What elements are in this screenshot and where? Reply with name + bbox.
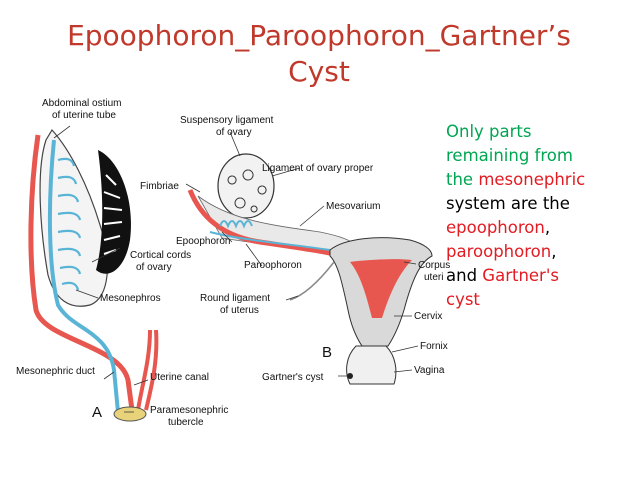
ovary-follicles — [227, 169, 267, 213]
side-mesonephric: mesonephric — [478, 170, 586, 189]
label-abdominal-ostium-1: Abdominal ostium — [42, 98, 121, 109]
side-line-3: the mesonephric — [446, 168, 636, 192]
paramesonephric-tubercle — [113, 406, 147, 422]
label-round-1: Round ligament — [200, 293, 270, 304]
label-paramesonephric-1: Paramesonephric — [150, 405, 228, 416]
label-cortical-1: Cortical cords — [130, 250, 191, 261]
ovary-a — [96, 150, 131, 274]
mesonephric-tubules — [57, 157, 82, 291]
label-corpus-1: Corpus — [418, 260, 450, 271]
side-gartners: Gartner's — [482, 266, 559, 285]
label-abdominal-ostium-2: of uterine tube — [52, 110, 116, 121]
mesonephros-body — [39, 128, 109, 307]
side-epoophoron: epoophoron — [446, 218, 545, 237]
label-ligament-proper: Ligament of ovary proper — [262, 163, 374, 174]
side-the: the — [446, 170, 479, 189]
side-line-2: remaining from — [446, 146, 573, 165]
diagram-a: Abdominal ostium of uterine tube Cortica… — [16, 98, 228, 428]
side-line-1: Only parts — [446, 122, 532, 141]
leader-lines-a — [53, 125, 149, 413]
ovary-b — [217, 153, 275, 219]
label-corpus-2: uteri — [424, 272, 443, 283]
label-epoophoron: Epoophoron — [176, 236, 231, 247]
side-line-4: system are the — [446, 194, 570, 213]
title-line-1: Epoophoron_Paroophoron_Gartner’s — [67, 19, 571, 52]
label-fornix: Fornix — [420, 341, 448, 352]
label-uterine-canal: Uterine canal — [150, 372, 209, 383]
side-line-7: and Gartner's — [446, 264, 636, 288]
side-comma-2: , — [551, 242, 557, 261]
letter-a: A — [92, 404, 102, 421]
epoophoron-tubules — [219, 220, 253, 229]
side-line-6: paroophoron, — [446, 240, 636, 264]
label-suspensory-1: Suspensory ligament — [180, 115, 274, 126]
side-line-5: epoophoron, — [446, 216, 636, 240]
label-suspensory-2: of ovary — [216, 127, 252, 138]
mesonephric-duct — [47, 139, 120, 413]
label-paroophoron: Paroophoron — [244, 260, 302, 271]
label-gartners-cyst: Gartner's cyst — [262, 372, 324, 383]
label-fimbriae: Fimbriae — [140, 181, 179, 192]
diagram-b: Suspensory ligament of ovary Ligament of… — [140, 115, 450, 385]
gartners-cyst-dot — [347, 373, 353, 379]
label-mesovarium: Mesovarium — [326, 201, 380, 212]
label-vagina: Vagina — [414, 365, 445, 376]
leader-lines-b — [185, 131, 419, 377]
side-line-8: cyst — [446, 290, 480, 309]
vagina — [346, 345, 397, 385]
round-ligament — [289, 261, 335, 301]
side-comma-1: , — [544, 218, 551, 237]
uterine-cavity — [350, 259, 412, 318]
label-cervix: Cervix — [414, 311, 442, 322]
title-line-2: Cyst — [288, 55, 350, 88]
page-title: Epoophoron_Paroophoron_Gartner’s Cyst — [0, 18, 638, 90]
label-mesonephros: Mesonephros — [100, 293, 161, 304]
label-mesonephric-duct: Mesonephric duct — [16, 366, 95, 377]
explanation-text: Only parts remaining from the mesonephri… — [446, 120, 636, 312]
side-paroophoron: paroophoron — [446, 242, 552, 261]
cortical-cords — [103, 174, 123, 255]
side-and: and — [446, 266, 483, 285]
label-paramesonephric-2: tubercle — [168, 417, 204, 428]
mesonephric-remnant — [209, 231, 331, 251]
uterine-canal-path — [136, 329, 159, 411]
label-cortical-2: of ovary — [136, 262, 172, 273]
label-round-2: of uterus — [220, 305, 259, 316]
letter-b: B — [322, 344, 332, 361]
